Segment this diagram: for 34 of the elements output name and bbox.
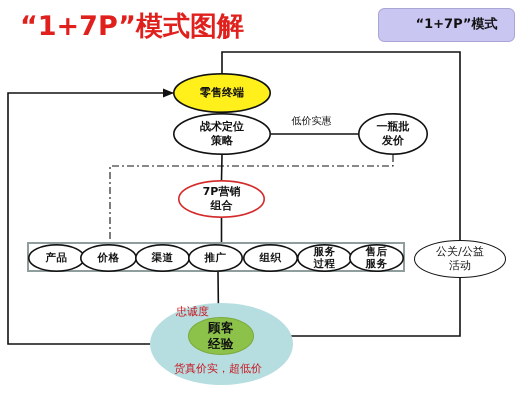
node-label: 推广 — [204, 252, 226, 264]
core-ellipse — [188, 317, 254, 355]
process-ellipse — [178, 180, 265, 218]
process-ellipse — [28, 244, 85, 272]
process-ellipse — [349, 244, 404, 272]
header-badge — [378, 8, 515, 42]
node-label: 渠道 — [152, 252, 174, 264]
node-label: 公关/公益活动 — [435, 244, 485, 274]
badge-label: “1+7P”模式 — [416, 16, 498, 34]
process-ellipse — [135, 244, 190, 272]
process-ellipse — [188, 244, 243, 272]
node-label: 零售终端 — [199, 86, 245, 100]
node-label: 顾客经验 — [207, 320, 235, 352]
node-label: 战术定位策略 — [199, 120, 245, 148]
node-label: 组织 — [260, 252, 282, 264]
edge-label: 低价实惠 — [290, 114, 334, 128]
process-ellipse — [414, 240, 506, 278]
experience-ellipse — [150, 303, 293, 385]
node-label: 7P营销组合 — [202, 184, 242, 214]
process-ellipse — [358, 113, 428, 155]
node-label: 价格 — [98, 252, 120, 264]
node-label: 一瓶批发价 — [376, 120, 410, 148]
group-band — [27, 242, 405, 272]
terminal-ellipse — [173, 73, 271, 113]
note-text: 忠诚度 — [176, 305, 209, 320]
node-label: 售后服务 — [364, 246, 388, 270]
process-ellipse — [173, 113, 271, 155]
note-text: 货真价实，超低价 — [174, 362, 262, 376]
title: “1+7P”模式图解 — [20, 10, 244, 44]
node-label: 产品 — [46, 252, 68, 264]
process-ellipse — [80, 244, 137, 272]
process-ellipse — [297, 244, 352, 272]
process-ellipse — [243, 244, 298, 272]
node-label: 服务过程 — [312, 246, 336, 270]
